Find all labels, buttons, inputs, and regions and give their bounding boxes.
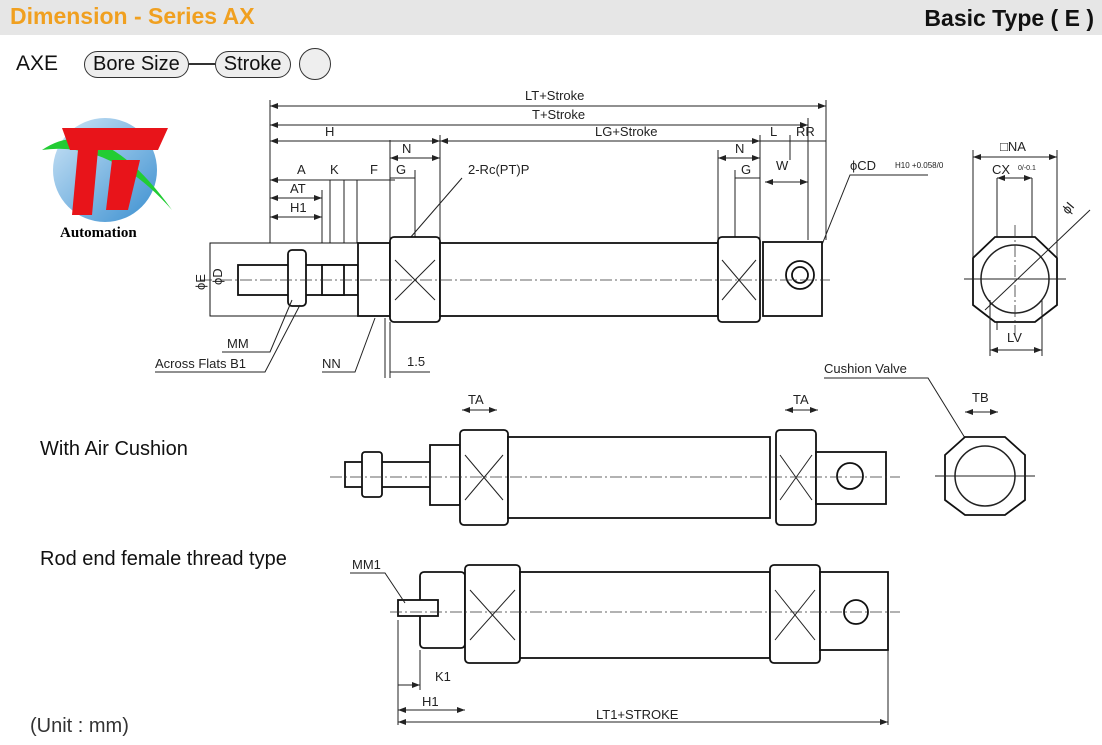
dim-n: N bbox=[402, 141, 411, 156]
dim-nn: NN bbox=[322, 356, 341, 371]
port-label: 2-Rc(PT)P bbox=[468, 162, 529, 177]
dim-mm: MM bbox=[227, 336, 249, 351]
dim-lt: LT+Stroke bbox=[525, 88, 584, 103]
dim-cx: CX bbox=[992, 162, 1010, 177]
logo-text: Automation bbox=[60, 225, 137, 241]
company-logo: Automation bbox=[42, 118, 172, 241]
dim-na: □NA bbox=[1000, 139, 1026, 154]
section-air-cushion: With Air Cushion bbox=[40, 438, 188, 460]
dim-1-5: 1.5 bbox=[407, 354, 425, 369]
dim-at: AT bbox=[290, 181, 306, 196]
dim-t: T+Stroke bbox=[532, 107, 585, 122]
dim-lt1: LT1+STROKE bbox=[596, 707, 679, 722]
dim-n-rear: N bbox=[735, 141, 744, 156]
dim-lv: LV bbox=[1007, 330, 1022, 345]
type-title: Basic Type ( E ) bbox=[924, 5, 1094, 31]
dim-d: ϕD bbox=[210, 268, 225, 285]
dim-g: G bbox=[396, 162, 406, 177]
dim-rr: RR bbox=[796, 124, 815, 139]
dim-a: A bbox=[297, 162, 306, 177]
dim-cx-tol: 0/-0.1 bbox=[1018, 165, 1036, 172]
dim-ta-rear: TA bbox=[793, 392, 809, 407]
dim-l: L bbox=[770, 124, 777, 139]
female-thread-view: MM1 K1 H1 LT1+STROKE bbox=[350, 557, 900, 725]
dim-lg: LG+Stroke bbox=[595, 124, 658, 139]
dim-phi-i: ϕI bbox=[1059, 199, 1078, 217]
option-circle bbox=[298, 48, 331, 80]
bore-size-pill: Bore Size bbox=[84, 50, 189, 78]
dim-mm1: MM1 bbox=[352, 557, 381, 572]
dim-w: W bbox=[776, 158, 789, 173]
dim-e: ϕE bbox=[193, 274, 208, 290]
dim-tb: TB bbox=[972, 390, 989, 405]
dim-cd: ϕCD bbox=[850, 158, 876, 173]
cushion-valve-label: Cushion Valve bbox=[824, 361, 907, 376]
air-cushion-view: TA TA Cushion Valve TB bbox=[330, 361, 1035, 526]
top-dimensions: LT+Stroke T+Stroke H LG+Stroke L RR N G … bbox=[269, 88, 944, 285]
code-dash bbox=[188, 63, 215, 65]
dim-k1: K1 bbox=[435, 669, 451, 684]
dim-g-rear: G bbox=[741, 162, 751, 177]
dim-b1: Across Flats B1 bbox=[155, 356, 246, 371]
cylinder-side-view: ϕE ϕD MM Across Flats B1 NN 1.5 bbox=[155, 236, 830, 378]
dim-h1-female: H1 bbox=[422, 694, 439, 709]
page-title: Dimension - Series AX bbox=[10, 3, 255, 29]
dim-h1: H1 bbox=[290, 200, 307, 215]
unit-note: (Unit : mm) bbox=[30, 715, 129, 737]
dim-ta-front: TA bbox=[468, 392, 484, 407]
section-female-thread: Rod end female thread type bbox=[40, 548, 287, 570]
code-prefix: AXE bbox=[16, 52, 59, 75]
end-view: □NA CX 0/-0.1 ϕI LV bbox=[964, 139, 1091, 356]
header-bar: Dimension - Series AX Basic Type ( E ) bbox=[0, 0, 1102, 35]
dim-k: K bbox=[330, 162, 339, 177]
order-code: AXE Bore Size Stroke bbox=[16, 48, 331, 80]
stroke-pill: Stroke bbox=[214, 50, 291, 78]
dim-cd-tol: H10 +0.058/0 bbox=[895, 161, 944, 170]
dim-f: F bbox=[370, 162, 378, 177]
dim-h: H bbox=[325, 124, 334, 139]
